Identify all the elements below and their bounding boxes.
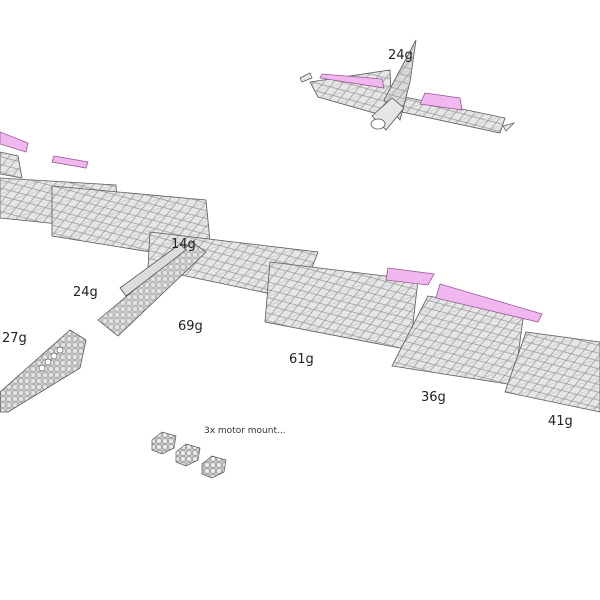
tail-weight-label: 24g <box>388 48 413 63</box>
wing-panel-mid-right <box>391 283 543 386</box>
wing-mid-weight-label: 36g <box>421 390 446 405</box>
motor-mount-3 <box>201 455 227 479</box>
wing-center-weight-label: 69g <box>178 319 203 334</box>
fuselage-weight-label: 27g <box>2 331 27 346</box>
wing-panel-tip-right <box>504 331 600 413</box>
motor-mount-note: 3x motor mount... <box>204 426 286 436</box>
motor-mount-2 <box>175 443 201 467</box>
wing-inner-weight-label: 61g <box>289 352 314 367</box>
motor-mount-1 <box>151 431 177 455</box>
right-elevator <box>419 92 463 111</box>
wing-tip-weight-label: 41g <box>548 414 573 429</box>
pod-small-weight-label: 14g <box>171 237 196 252</box>
wing-panel-left-edge <box>0 131 89 179</box>
pod-side-weight-label: 24g <box>73 285 98 300</box>
motor-pod <box>97 241 207 337</box>
motor-mounts <box>151 431 227 479</box>
left-elevator <box>319 73 385 89</box>
tail-assembly <box>299 39 516 134</box>
fuselage <box>0 329 87 413</box>
